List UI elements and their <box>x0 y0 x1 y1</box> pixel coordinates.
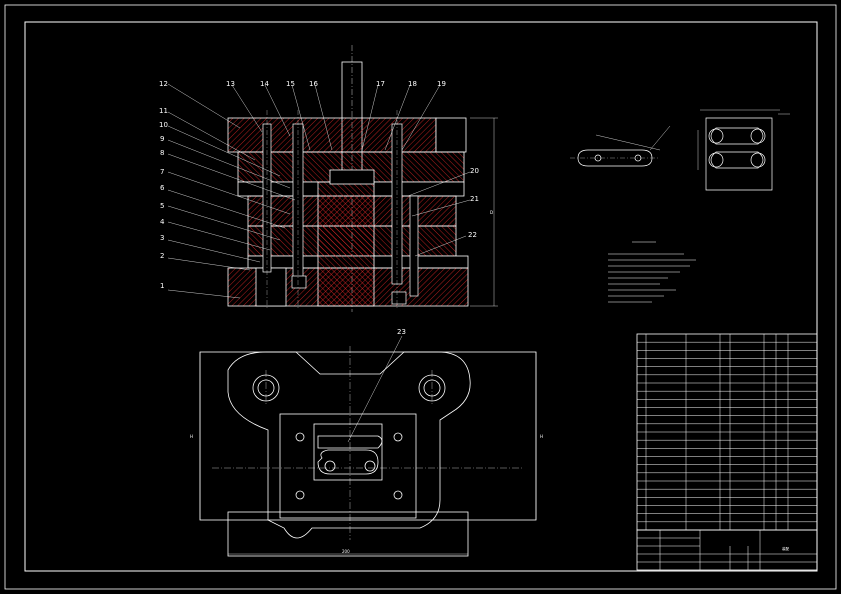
callout-17: 17 <box>376 80 385 88</box>
callout-9: 9 <box>160 135 164 143</box>
plan-view <box>199 351 537 557</box>
callout-4: 4 <box>160 218 165 226</box>
callout-labels: 1 2 3 4 5 6 7 8 9 10 11 12 13 14 15 16 1… <box>159 80 479 336</box>
plan-centerlines <box>212 346 524 540</box>
callout-7: 7 <box>160 168 164 176</box>
plan-dimensions <box>199 352 537 555</box>
section-view: D <box>227 45 498 312</box>
callout-group <box>167 83 471 443</box>
callout-3: 3 <box>160 234 164 242</box>
callout-10: 10 <box>159 121 168 129</box>
technical-notes <box>608 241 696 303</box>
callout-15: 15 <box>286 80 295 88</box>
dimension-plan-bottom: 200 <box>342 549 350 554</box>
callout-1: 1 <box>160 282 164 290</box>
dimension-height: D <box>490 210 493 215</box>
callout-21: 21 <box>470 195 479 203</box>
callout-8: 8 <box>160 149 164 157</box>
callout-13: 13 <box>226 80 235 88</box>
strip-layout <box>697 109 790 191</box>
callout-18: 18 <box>408 80 417 88</box>
callout-20: 20 <box>470 167 479 175</box>
parts-list <box>636 333 818 531</box>
callout-2: 2 <box>160 252 164 260</box>
title-cell: 装配 <box>782 546 790 551</box>
dimension-plan-right: H <box>540 434 543 439</box>
callout-16: 16 <box>309 80 318 88</box>
inner-border <box>24 21 818 572</box>
outer-border <box>4 4 837 590</box>
callout-23: 23 <box>397 328 406 336</box>
callout-12: 12 <box>159 80 168 88</box>
callout-14: 14 <box>260 80 269 88</box>
callout-22: 22 <box>468 231 477 239</box>
callout-5: 5 <box>160 202 164 210</box>
callout-19: 19 <box>437 80 446 88</box>
title-block <box>636 529 818 571</box>
callout-6: 6 <box>160 184 165 192</box>
callout-11: 11 <box>159 107 168 115</box>
dimension-plan-left: H <box>190 434 193 439</box>
part-drawing <box>570 125 671 167</box>
